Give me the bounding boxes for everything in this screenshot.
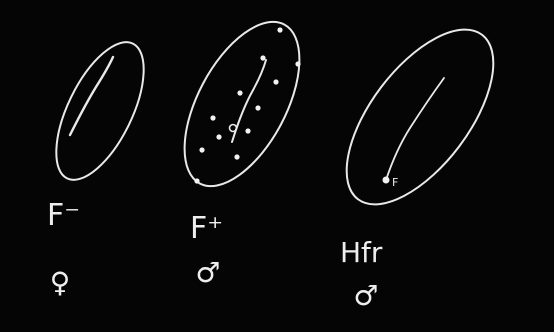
cell-outline <box>345 28 495 206</box>
integrated-f-label: F <box>392 176 398 189</box>
chromosome-line <box>385 77 445 181</box>
female-symbol-icon: ♀ <box>50 266 71 299</box>
plasmid-dot <box>199 147 205 153</box>
plasmid-dot <box>234 154 240 160</box>
chromosome-line <box>68 55 115 137</box>
plasmid-dot <box>295 61 301 67</box>
cell-outline <box>183 20 301 188</box>
cell-label-f-plus: F⁺ <box>190 211 223 246</box>
chromosome-line <box>231 59 267 143</box>
plasmid-dot <box>210 115 216 121</box>
plasmid-dot <box>260 55 266 61</box>
cell-outline <box>55 41 145 181</box>
plasmid-dot <box>194 178 200 184</box>
plasmid-dot <box>216 134 222 140</box>
plasmid-dot <box>273 79 279 85</box>
cell-hfr: F Hfr ♂ <box>340 28 495 312</box>
cell-f-minus: F⁻ ♀ <box>47 41 145 299</box>
plasmid-dot <box>255 105 261 111</box>
plasmid-dot <box>237 90 243 96</box>
integrated-f-dot <box>382 176 390 184</box>
cell-label-f-minus: F⁻ <box>47 198 80 233</box>
f-plasmid-dots <box>194 27 301 184</box>
cell-f-plus: F⁺ ♂ <box>183 20 301 289</box>
cell-label-hfr: Hfr <box>340 236 383 269</box>
male-symbol-icon: ♂ <box>195 256 220 289</box>
plasmid-dot <box>245 128 251 134</box>
chromosome-origin <box>228 123 238 133</box>
plasmid-dot <box>277 27 283 33</box>
male-symbol-icon: ♂ <box>353 279 378 312</box>
